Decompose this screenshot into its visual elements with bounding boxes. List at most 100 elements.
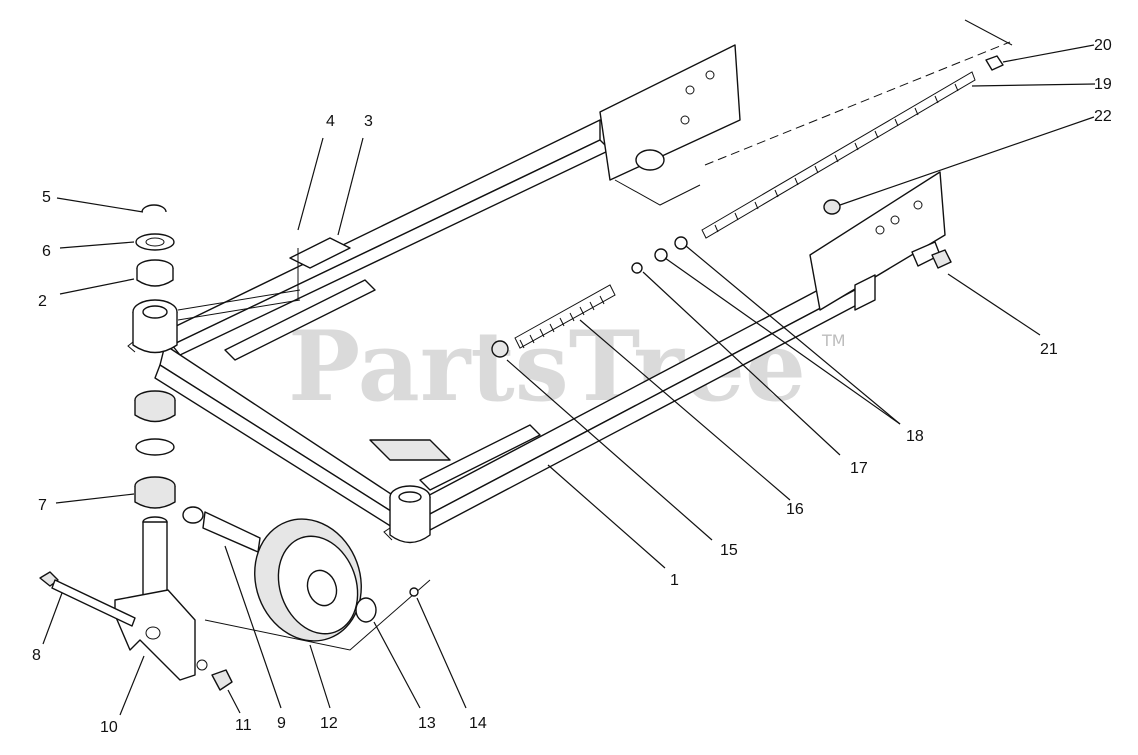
- rear-right-tab: [854, 274, 876, 311]
- callout-12: 12: [320, 715, 338, 732]
- fork-shadow: [204, 579, 431, 651]
- leader-lines: [42, 44, 1096, 716]
- lower-washer: [135, 438, 175, 456]
- lower-bushing-body: [134, 400, 176, 423]
- left-pivot-collar-body: [132, 312, 178, 354]
- callout-18: 18: [906, 428, 924, 445]
- leader-14: [416, 597, 467, 709]
- leader-21: [947, 273, 1041, 336]
- caster-fork-hole: [145, 626, 161, 640]
- rear-right-bracket: [809, 171, 946, 311]
- bottom-plate: [369, 439, 451, 461]
- nut-18-b: [674, 236, 688, 250]
- threaded-rod-19: [701, 71, 976, 239]
- washer-6-hole: [145, 237, 165, 247]
- leader-18a: [664, 257, 901, 425]
- bracket-shadow: [614, 179, 701, 206]
- plate-3: [289, 237, 351, 269]
- wheel-12-hub: [306, 569, 338, 607]
- left-pivot-tab: [127, 341, 136, 353]
- spacer-7-body: [134, 486, 176, 509]
- callout-15: 15: [720, 542, 738, 559]
- washer-17: [631, 262, 643, 274]
- right-pivot-collar-body: [389, 497, 431, 544]
- nut-20: [985, 55, 1004, 71]
- bracket-hole: [705, 70, 715, 80]
- leader-12: [309, 644, 331, 709]
- callout-19: 19: [1094, 76, 1112, 93]
- leader-10: [119, 655, 145, 716]
- nut-18-a: [654, 248, 668, 262]
- leader-3: [337, 137, 364, 236]
- callout-labels: 1 2 3 4 5 6 7 8 9 10 11 12 13 14 15 16 1…: [32, 37, 1112, 736]
- watermark-trademark: TM: [821, 331, 846, 350]
- right-pivot-tab: [383, 527, 393, 541]
- spring-16: [514, 284, 616, 349]
- washer-9-end: [182, 506, 204, 524]
- caster-fork-hole-2: [196, 659, 208, 671]
- washer-13: [355, 597, 377, 623]
- callout-14: 14: [469, 715, 487, 732]
- gusset-line: [177, 289, 301, 311]
- bracket-hole: [875, 225, 885, 235]
- fitting-14: [409, 587, 419, 597]
- caster-fork-10: [114, 589, 196, 681]
- leader-8: [42, 592, 63, 645]
- leader-4: [297, 137, 324, 231]
- nut-15-left: [491, 340, 509, 358]
- leader-2: [59, 278, 135, 295]
- left-pivot-collar-hole: [142, 305, 168, 319]
- washer-6: [135, 233, 175, 251]
- leader-5: [56, 197, 144, 213]
- leader-18b: [685, 245, 901, 425]
- leader-9: [224, 545, 282, 709]
- gusset-line-2: [177, 299, 301, 321]
- leader-7: [55, 493, 135, 504]
- caster-stem: [142, 521, 168, 603]
- callout-13: 13: [418, 715, 436, 732]
- bolt-21-head: [931, 249, 952, 269]
- callout-8: 8: [32, 647, 41, 664]
- leader-16: [579, 319, 791, 501]
- rear-left-bracket: [599, 44, 741, 181]
- callout-22: 22: [1094, 108, 1112, 125]
- adjuster-centerline: [704, 41, 1011, 166]
- callout-11: 11: [235, 717, 252, 734]
- callout-16: 16: [786, 501, 804, 518]
- callout-10: 10: [100, 719, 118, 736]
- callout-3: 3: [364, 113, 373, 130]
- leader-6: [59, 241, 135, 249]
- callout-2: 2: [38, 293, 47, 310]
- bolt-8-shank: [51, 579, 136, 627]
- adjuster-centerline-end: [964, 19, 1013, 46]
- leader-15: [506, 359, 713, 541]
- bracket-hole: [685, 85, 695, 95]
- right-pivot-collar-hole: [398, 491, 422, 503]
- callout-6: 6: [42, 243, 51, 260]
- leader-1: [547, 464, 666, 569]
- inner-brace-rear: [419, 424, 541, 491]
- callout-4: 4: [326, 113, 335, 130]
- bracket-hole: [913, 200, 923, 210]
- leader-17: [642, 271, 841, 456]
- callout-9: 9: [277, 715, 286, 732]
- bracket-hole: [890, 215, 900, 225]
- callout-21: 21: [1040, 341, 1058, 358]
- axle-9: [202, 511, 261, 553]
- clip-5: [141, 204, 167, 213]
- callout-1: 1: [670, 572, 679, 589]
- bracket-hole: [680, 115, 690, 125]
- adjuster-assembly: [491, 55, 1004, 358]
- spring-coils: [519, 295, 605, 349]
- inner-brace: [224, 279, 376, 361]
- leader-22: [839, 116, 1095, 206]
- leader-13: [373, 621, 421, 709]
- threaded-rod-threads: [714, 83, 959, 233]
- frame-assembly: [127, 19, 1013, 544]
- callout-5: 5: [42, 189, 51, 206]
- nut-11: [211, 669, 233, 691]
- leader-20: [1002, 44, 1095, 63]
- callout-17: 17: [850, 460, 868, 477]
- callout-7: 7: [38, 497, 47, 514]
